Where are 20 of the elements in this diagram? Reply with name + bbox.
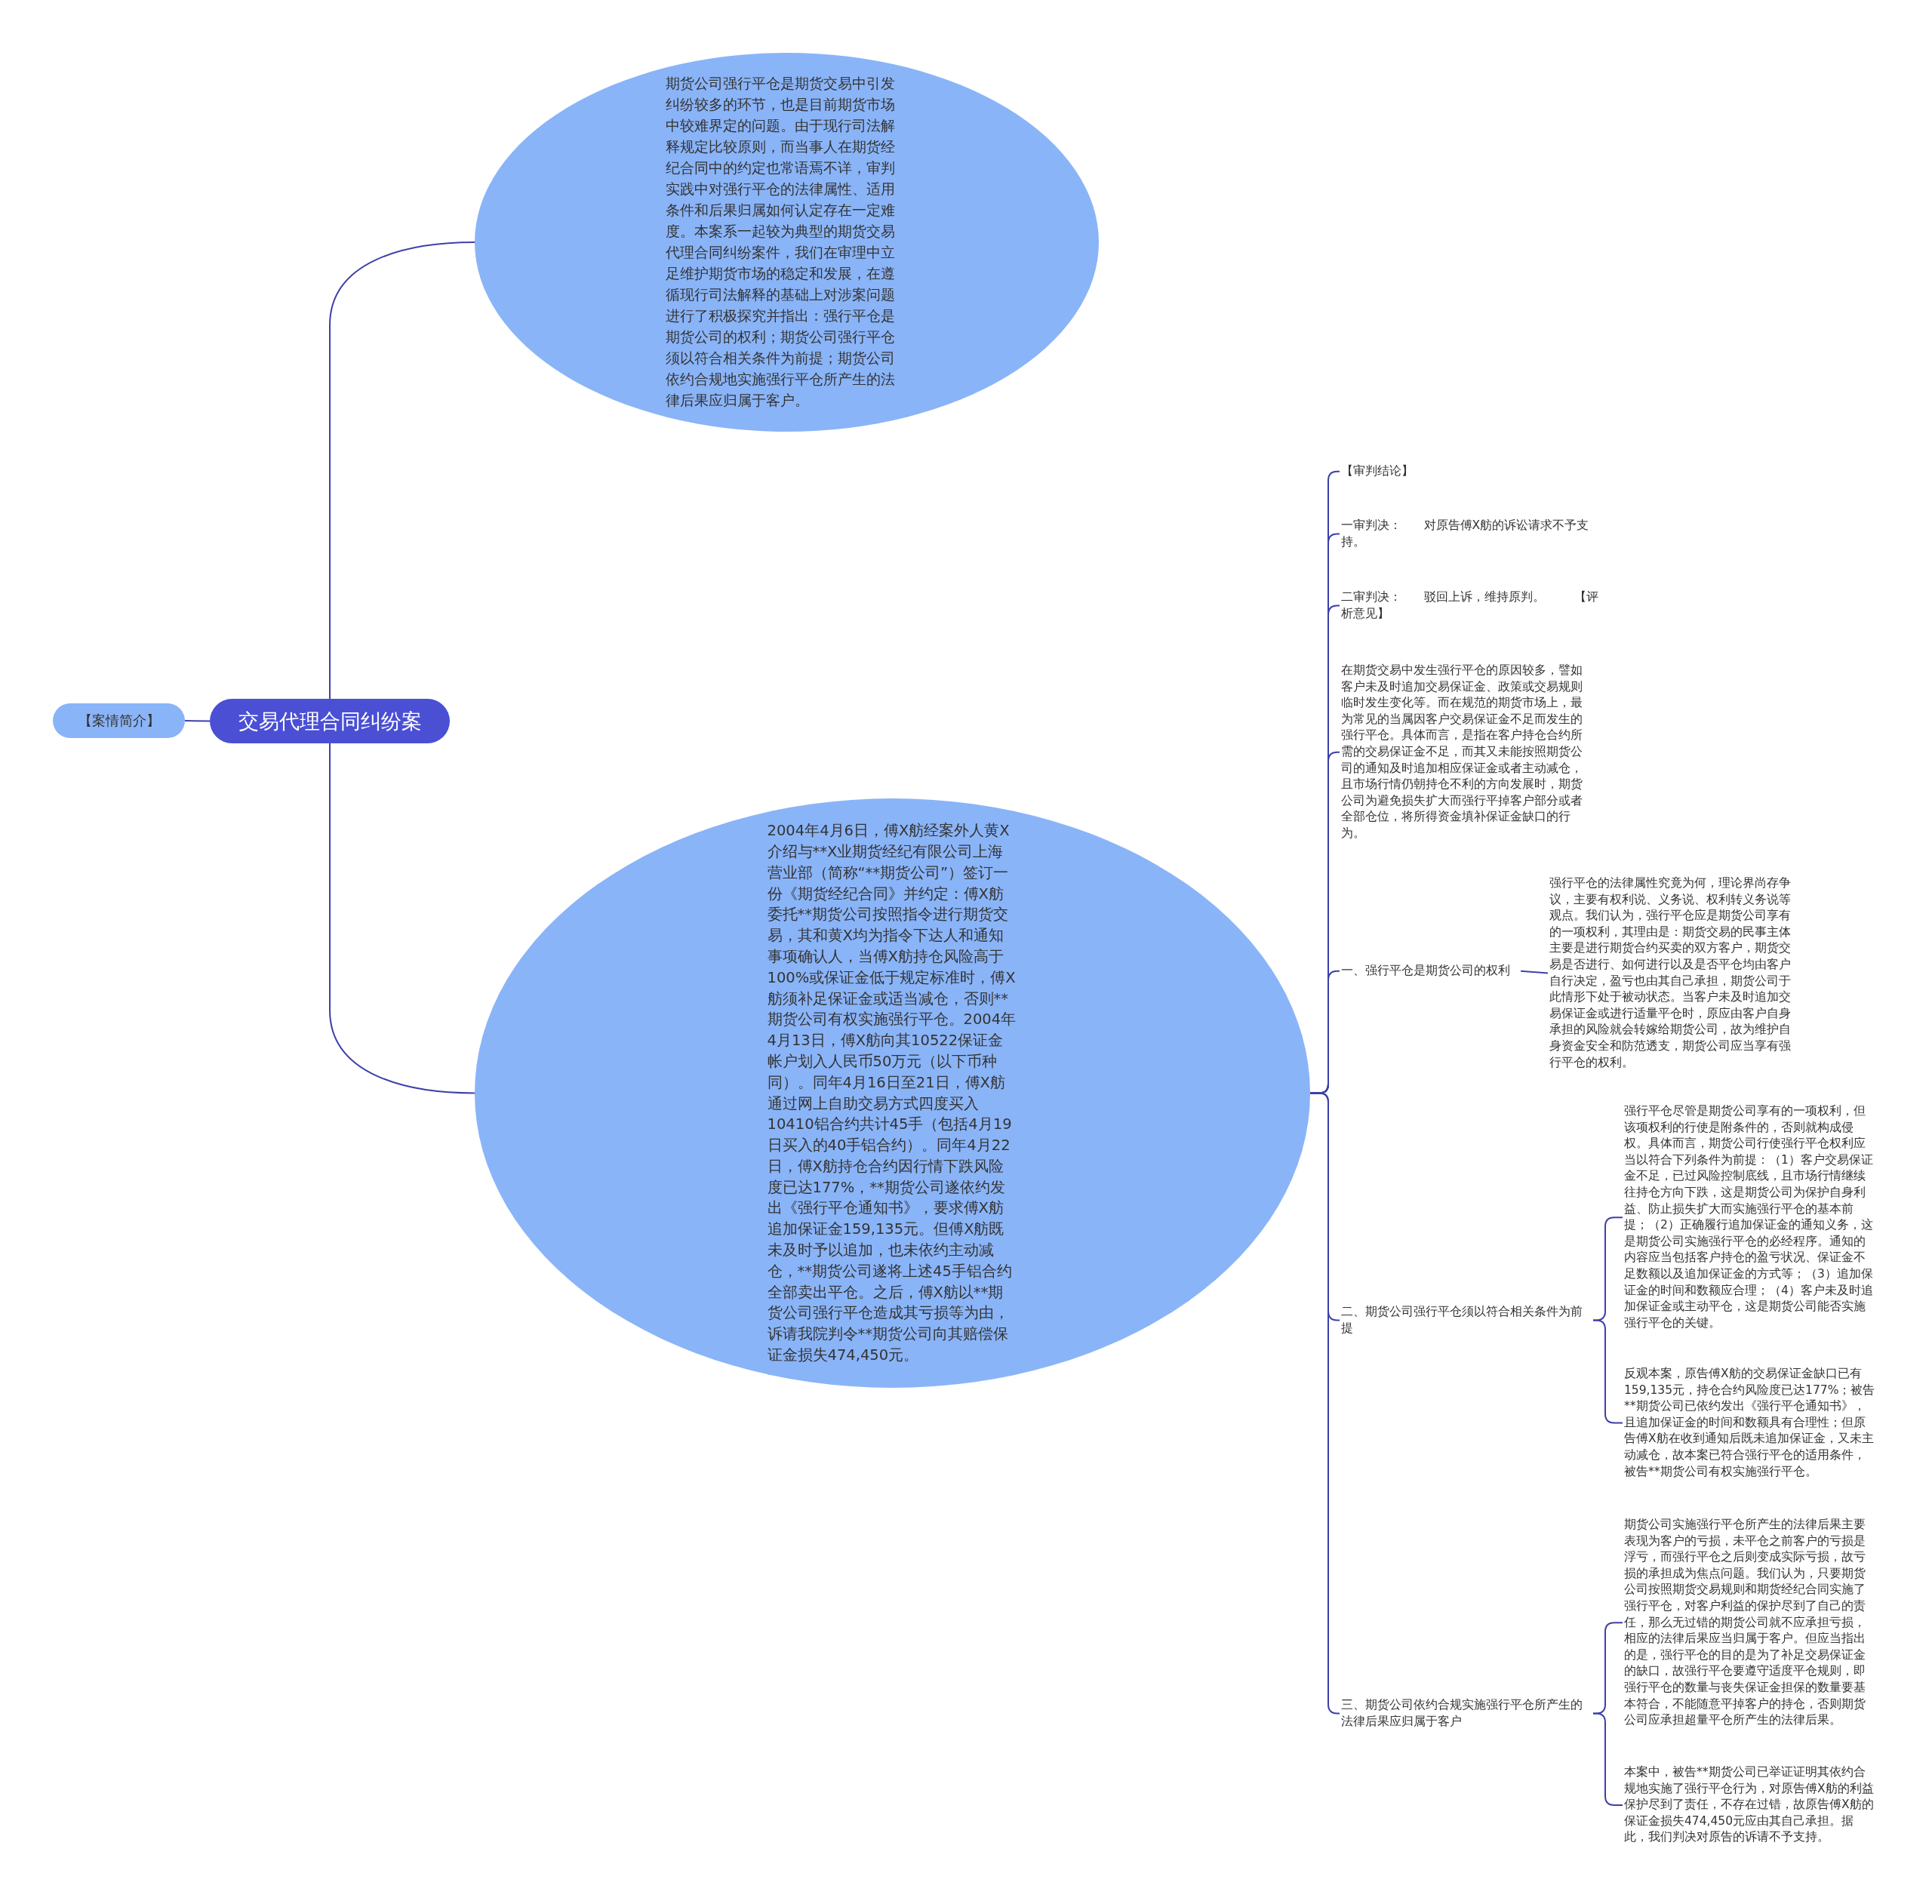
branch-text: 二、期货公司强行平仓须以符合相关条件为前提 xyxy=(1341,1304,1592,1337)
connector-line xyxy=(329,241,475,700)
connector-line xyxy=(1520,970,1549,974)
branch-text: 期货公司实施强行平仓所产生的法律后果主要表现为客户的亏损，未平仓之前客户的亏损是浮亏，而强行平仓之后则变成实际亏损，故亏损的承担成为焦点问题。我们认为，只要期货公司按照期货交易规则和期货经纪合同实施了强行平仓，对客户利益的保护尽到了自己的责任，那么无过错的期货公司就不应承担亏损，相应的法律后果应当归属于客户。但应当指出的是，强行平仓的目的是为了补足交易保证金的缺口，故强行平仓要遵守适度平仓规则，即强行平仓的数量与丧失保证金担保的数量要基本符合，不能随意平掉客户的持仓，否则期货公司应承担超量平仓所产生的法律后果。 xyxy=(1624,1517,1876,1729)
branch-text: 二审判决： 驳回上诉，维持原判。 【评析意见】 xyxy=(1341,589,1607,623)
branch-text: 一、强行平仓是期货公司的权利 xyxy=(1341,963,1519,980)
branch-text: 强行平仓的法律属性究竟为何，理论界尚存争议，主要有权利说、义务说、权利转义务说等观点。我们认为，强行平仓应是期货公司享有的一项权利，其理由是：期货交易的民事主体主要是进行期货合约买卖的双方客户，期货交易是否进行、如何进行以及是否平仓均由客户自行决定，盈亏也由其自己承担，期货公司于此情形下处于被动状态。当客户未及时追加交易保证金或进行适量平仓时，原应由客户自身承担的风险就会转嫁给期货公司，故为维护自身资金安全和防范透支，期货公司应当享有强行平仓的权利。 xyxy=(1549,875,1801,1072)
topic-pill: 【案情简介】 xyxy=(53,703,185,738)
branch-text: 强行平仓尽管是期货公司享有的一项权利，但该项权利的行使是附条件的，否则就构成侵权。具体而言，期货公司行使强行平仓权利应当以符合下列条件为前提：（1）客户交易保证金不足，已过风险控制底线，且市场行情继续往持仓方向下跌，这是期货公司为保护自身利益、防止损失扩大而实施强行平仓的基本前提；（2）正确履行追加保证金的通知义务，这是期货公司实施强行平仓的必经程序。通知的内容应当包括客户持仓的盈亏状况、保证金不足数额以及追加保证金的方式等；（3）追加保证金的时间和数额应合理；（4）客户未及时追加保证金或主动平仓，这是期货公司能否实施强行平仓的关键。 xyxy=(1624,1103,1876,1332)
branch-text: 反观本案，原告傅X舫的交易保证金缺口已有159,135元，持仓合约风险度已达177%；被告**期货公司已依约发出《强行平仓通知书》，且追加保证金的时间和数额具有合理性；但原告傅X舫在收到通知后既未追加保证金，又未主动减仓，故本案已符合强行平仓的适用条件，被告**期货公司有权实施强行平仓。 xyxy=(1624,1366,1876,1481)
branch-text: 一审判决： 对原告傅X舫的诉讼请求不予支持。 xyxy=(1341,518,1590,551)
paragraph-text: 2004年4月6日，傅X舫经案外人黄X介绍与**X业期货经纪有限公司上海营业部（简称“**期货公司”）签订一份《期货经纪合同》并约定：傅X舫委托**期货公司按照指令进行期货交易，其和黄X均为指令下达人和通知事项确认人，当傅X舫持仓风险高于100%或保证金低于规定标准时，傅X舫须补足保证金或适当减仓，否则**期货公司有权实施强行平仓。2004年4月13日，傅X舫向其10522保证金帐户划入人民币50万元（以下币种同）。同年4月16日至21日，傅X舫通过网上自助交易方式四度买入10410铝合约共计45手（包括4月19日买入的40手铝合约）。同年4月22日，傅X舫持仓合约因行情下跌风险度已达177%，**期货公司遂依约发出《强行平仓通知书》，要求傅X舫追加保证金159,135元。但傅X舫既未及时予以追加，也未依约主动减仓，**期货公司遂将上述45手铝合约全部卖出平仓。之后，傅X舫以**期货公司强行平仓造成其亏损等为由，诉请我院判令**期货公司向其赔偿保证金损失474,450元。 xyxy=(767,821,1017,1366)
branch-text: 在期货交易中发生强行平仓的原因较多，譬如客户未及时追加交易保证金、政策或交易规则临时发生变化等。而在规范的期货市场上，最为常见的当属因客户交易保证金不足而发生的强行平仓。具体而言，是指在客户持仓合约所需的交易保证金不足，而其又未能按照期货公司的通知及时追加相应保证金或者主动减仓，且市场行情仍朝持仓不利的方向发展时，期货公司为避免损失扩大而强行平掉客户部分或者全部仓位，将所得资金填补保证金缺口的行为。 xyxy=(1341,663,1593,842)
paragraph-text: 期货公司强行平仓是期货交易中引发纠纷较多的环节，也是目前期货市场中较难界定的问题。由于现行司法解释规定比较原则，而当事人在期货经纪合同中的约定也常语焉不详，审判实践中对强行平仓的法律属性、适用条件和后果归属如何认定存在一定难度。本案系一起较为典型的期货交易代理合同纠纷案件，我们在审理中立足维护期货市场的稳定和发展，在遵循现行司法解释的基础上对涉案问题进行了积极探究并指出：强行平仓是期货公司的权利；期货公司强行平仓须以符合相关条件为前提；期货公司依约合规地实施强行平仓所产生的法律后果应归属于客户。 xyxy=(665,75,896,410)
branch-text: 【审判结论】 xyxy=(1341,463,1590,480)
branch-text: 本案中，被告**期货公司已举证证明其依约合规地实施了强行平仓行为，对原告傅X舫的利益保护尽到了责任，不存在过错，故原告傅X舫的保证金损失474,450元应由其自己承担。据此，我们判决对原告的诉请不予支持。 xyxy=(1624,1764,1876,1846)
connector-line xyxy=(329,743,475,1094)
root-topic: 交易代理合同纠纷案 xyxy=(210,699,450,743)
connector-line xyxy=(184,720,211,722)
branch-text: 三、期货公司依约合规实施强行平仓所产生的法律后果应归属于客户 xyxy=(1341,1697,1592,1730)
